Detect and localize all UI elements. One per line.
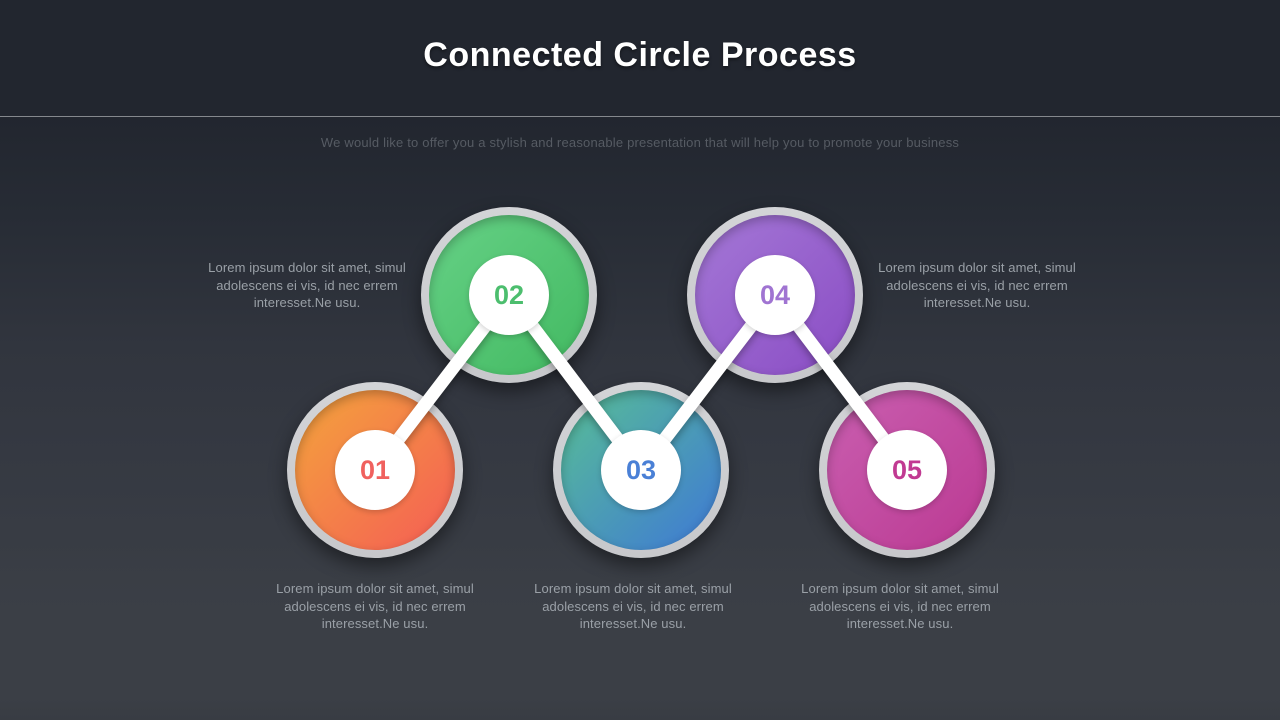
step-number-03: 03 [601, 430, 681, 510]
step-number-02: 02 [469, 255, 549, 335]
step-number-05: 05 [867, 430, 947, 510]
step-number-01-label: 01 [359, 454, 391, 485]
step-number-05-label: 05 [891, 454, 923, 485]
step-number-04: 04 [735, 255, 815, 335]
step-text-01: Lorem ipsum dolor sit amet, simul adoles… [276, 581, 474, 631]
step-number-01: 01 [335, 430, 415, 510]
step-text-03: Lorem ipsum dolor sit amet, simul adoles… [534, 581, 732, 631]
step-number-04-label: 04 [759, 279, 791, 310]
step-text-04: Lorem ipsum dolor sit amet, simul adoles… [878, 260, 1076, 310]
page-title: Connected Circle Process [423, 36, 857, 74]
step-number-02-label: 02 [493, 279, 525, 310]
step-number-03-label: 03 [625, 454, 657, 485]
step-text-05: Lorem ipsum dolor sit amet, simul adoles… [801, 581, 999, 631]
slide-subtitle: We would like to offer you a stylish and… [320, 135, 960, 150]
slide-header: Connected Circle Process [0, 0, 1280, 117]
step-text-02: Lorem ipsum dolor sit amet, simul adoles… [208, 260, 406, 310]
